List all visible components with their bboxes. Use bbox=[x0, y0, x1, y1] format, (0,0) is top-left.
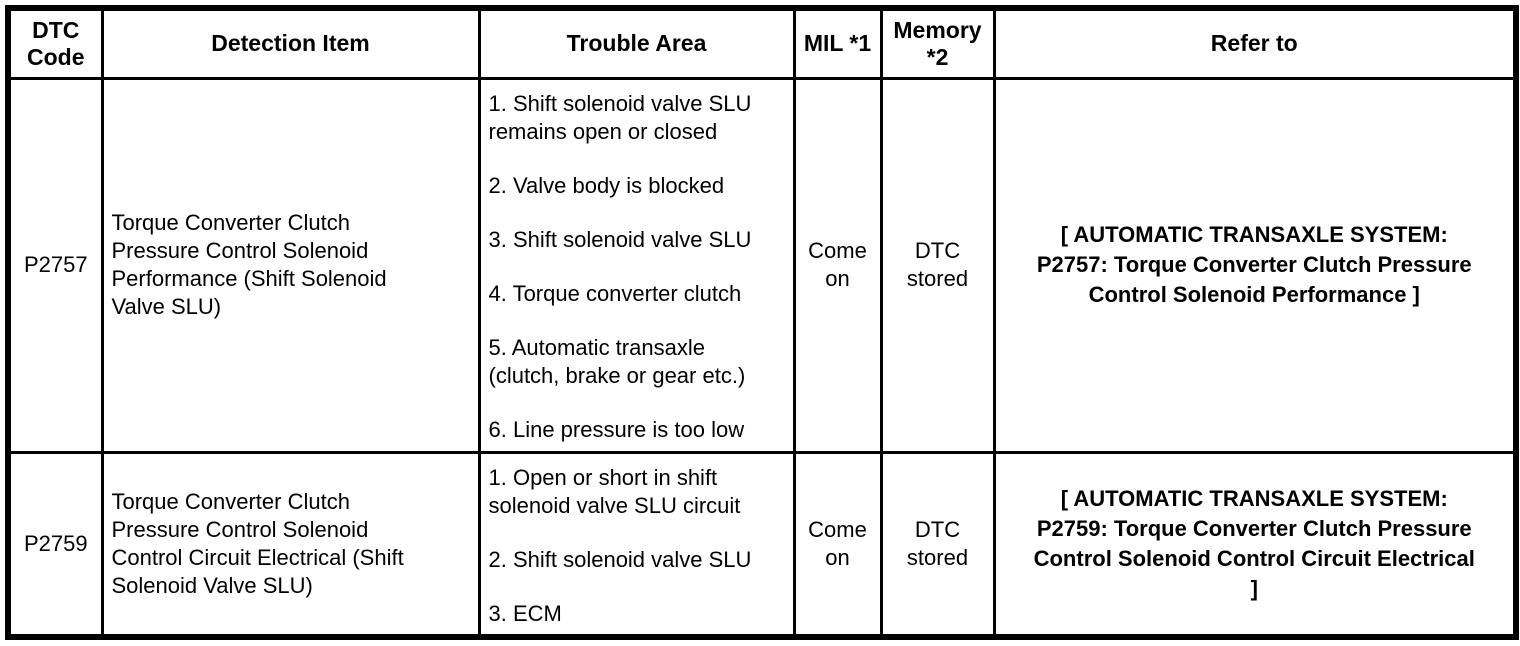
trouble-item: 3. ECM bbox=[488, 600, 562, 626]
trouble-item: 5. Automatic transaxle (clutch, brake or… bbox=[488, 334, 746, 388]
cell-trouble-area: 1. Open or short in shift solenoid valve… bbox=[477, 450, 796, 638]
refer-to-text: [ AUTOMATIC TRANSAXLE SYSTEM: P2757: Tor… bbox=[1036, 222, 1472, 307]
cell-refer-to: [ AUTOMATIC TRANSAXLE SYSTEM: P2759: Tor… bbox=[992, 450, 1518, 638]
column-header-detection-item: Detection Item bbox=[100, 6, 481, 80]
column-header-memory: Memory *2 bbox=[879, 6, 996, 80]
column-header-dtc-code: DTC Code bbox=[6, 6, 104, 80]
cell-memory-status: DTC stored bbox=[879, 450, 996, 638]
cell-detection-item: Torque Converter Clutch Pressure Control… bbox=[100, 450, 481, 638]
cell-mil-status: Come on bbox=[792, 76, 883, 454]
column-header-mil: MIL *1 bbox=[792, 6, 883, 80]
trouble-item: 1. Open or short in shift solenoid valve… bbox=[488, 464, 741, 518]
table-row-p2759: P2759 Torque Converter Clutch Pressure C… bbox=[6, 450, 1518, 638]
column-header-refer-to: Refer to bbox=[992, 6, 1518, 80]
cell-dtc-code: P2757 bbox=[6, 76, 104, 454]
table-row-p2757: P2757 Torque Converter Clutch Pressure C… bbox=[6, 76, 1518, 454]
trouble-item: 6. Line pressure is too low bbox=[488, 416, 745, 442]
header-row: DTC Code Detection Item Trouble Area MIL… bbox=[6, 6, 1518, 80]
cell-refer-to: [ AUTOMATIC TRANSAXLE SYSTEM: P2757: Tor… bbox=[992, 76, 1518, 454]
detection-item-text: Torque Converter Clutch Pressure Control… bbox=[111, 210, 387, 319]
dtc-table: DTC Code Detection Item Trouble Area MIL… bbox=[5, 5, 1519, 640]
column-header-trouble-area: Trouble Area bbox=[477, 6, 796, 80]
cell-dtc-code: P2759 bbox=[6, 450, 104, 638]
trouble-item: 3. Shift solenoid valve SLU bbox=[488, 226, 752, 252]
trouble-item: 2. Valve body is blocked bbox=[488, 172, 725, 198]
refer-to-text: [ AUTOMATIC TRANSAXLE SYSTEM: P2759: Tor… bbox=[1033, 485, 1475, 601]
cell-mil-status: Come on bbox=[792, 450, 883, 638]
cell-memory-status: DTC stored bbox=[879, 76, 996, 454]
trouble-item: 1. Shift solenoid valve SLU remains open… bbox=[488, 90, 752, 144]
trouble-item: 4. Torque converter clutch bbox=[488, 280, 742, 306]
trouble-item: 2. Shift solenoid valve SLU bbox=[488, 546, 752, 572]
detection-item-text: Torque Converter Clutch Pressure Control… bbox=[111, 488, 404, 598]
cell-trouble-area: 1. Shift solenoid valve SLU remains open… bbox=[477, 76, 796, 454]
cell-detection-item: Torque Converter Clutch Pressure Control… bbox=[100, 76, 481, 454]
